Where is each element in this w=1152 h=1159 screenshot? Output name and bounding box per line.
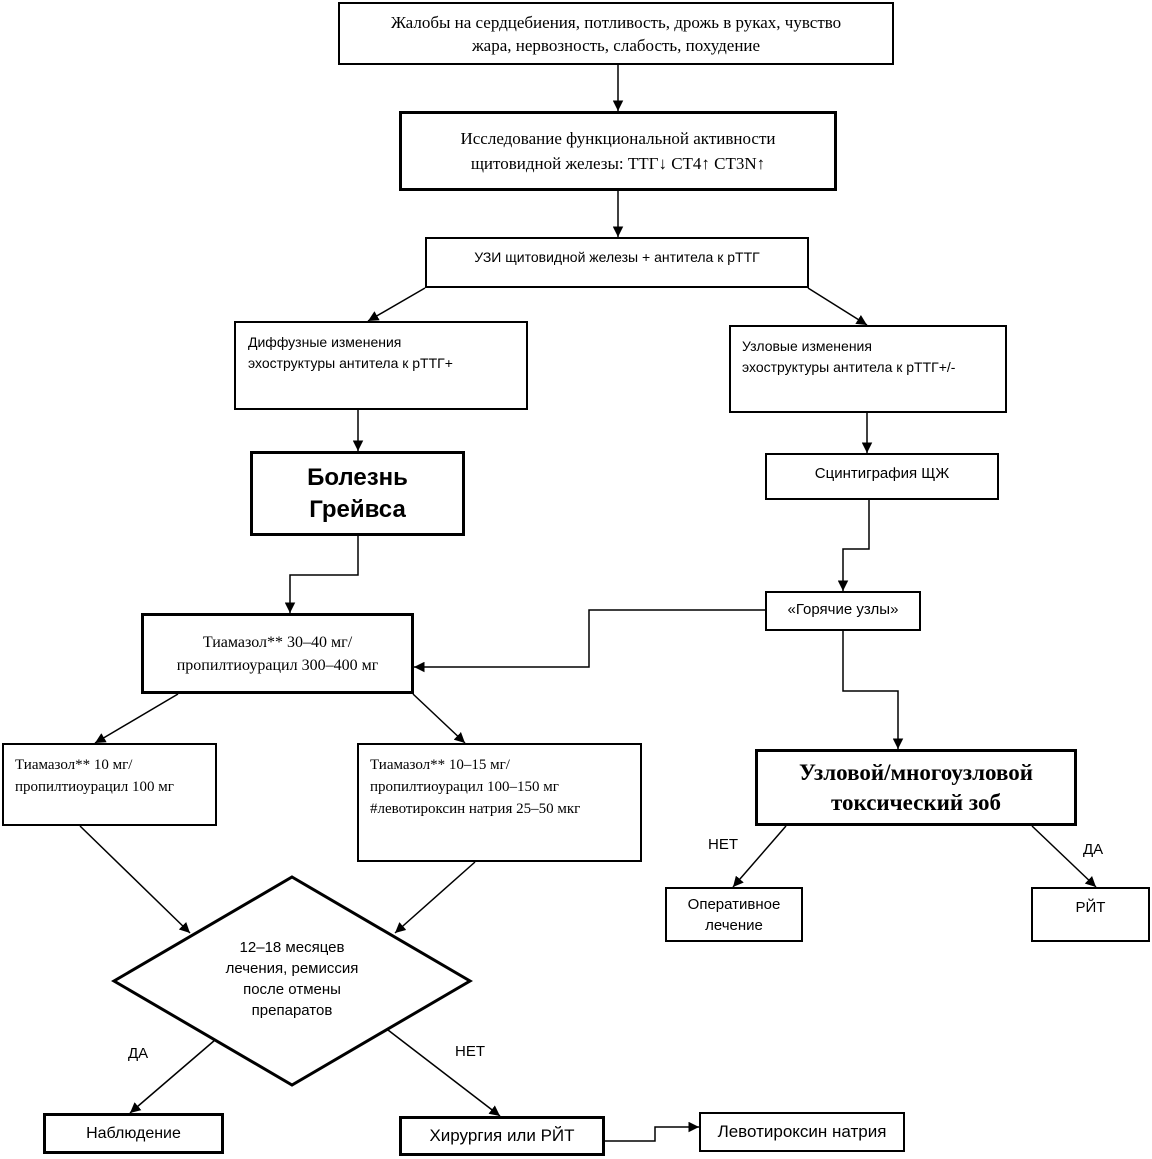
edge-label-decision-no: НЕТ — [455, 1043, 485, 1060]
graves-disease-box: Болезнь Грейвса — [250, 451, 465, 536]
thiamazole-mid-line3: #левотироксин натрия 25–50 мкг — [370, 801, 581, 817]
surgical-line2: лечение — [705, 916, 763, 934]
scintigraphy-label: Сцинтиграфия ЩЖ — [814, 465, 950, 482]
arrow-graves-to-thiamazole — [284, 536, 359, 613]
thiamazole-low-line2: пропилтиоурацил 100 мг — [15, 779, 174, 795]
function-test-line2: щитовидной железы: ТТГ↓ СТ4↑ СТ3N↑ — [471, 151, 765, 176]
thiamazole-mid-line1: Тиамазол** 10–15 мг/ — [370, 757, 510, 773]
arrow-mid-to-decision — [394, 861, 476, 934]
surgery-or-rit-box: Хирургия или РЙТ — [399, 1116, 605, 1156]
diffuse-changes-box: Диффузные изменения эхоструктуры антител… — [234, 321, 528, 410]
ct3n-label: СТ3N — [714, 154, 757, 173]
thiamazole-low-line1: Тиамазол** 10 мг/ — [15, 757, 133, 773]
toxic-goiter-box: Узловой/многоузловой токсический зоб — [755, 749, 1077, 826]
thyroid-function-test-box: Исследование функциональной активности щ… — [399, 111, 837, 191]
decision-line3: после отмены — [243, 981, 341, 998]
arrow-surgery-to-levo — [605, 1121, 699, 1142]
nodular-line1: Узловые изменения — [742, 338, 872, 354]
surgery-or-rit-label: Хирургия или РЙТ — [429, 1126, 575, 1145]
arrow-goiter-to-surgery — [732, 825, 787, 888]
nodular-line2: эхоструктуры антитела к рТТГ+/- — [742, 359, 956, 375]
arrow-thiamazole-to-low — [94, 693, 179, 744]
scintigraphy-box: Сцинтиграфия ЩЖ — [765, 453, 999, 500]
arrow-hot-to-thiamazole — [414, 609, 765, 673]
graves-line1: Болезнь — [307, 463, 408, 491]
thiamazole-mid-dose-box: Тиамазол** 10–15 мг/ пропилтиоурацил 100… — [357, 743, 642, 862]
arrow-up-icon: ↑ — [756, 154, 766, 173]
rit-label: РЙТ — [1075, 899, 1106, 916]
arrow-thiamazole-to-mid — [412, 693, 466, 744]
symptoms-line1: Жалобы на сердцебиения, потливость, дрож… — [390, 12, 842, 32]
decision-text: 12–18 месяцев лечения, ремиссия после от… — [192, 937, 392, 1021]
thiamazole-mid-line2: пропилтиоурацил 100–150 мг — [370, 779, 559, 795]
arrow-hot-to-goiter — [842, 631, 904, 749]
graves-line2: Грейвса — [309, 495, 406, 523]
thiamazole-high-line2: пропилтиоурацил 300–400 мг — [176, 656, 379, 674]
edge-label-goiter-yes: ДА — [1083, 841, 1104, 858]
ultrasound-label: УЗИ щитовидной железы + антитела к рТТГ — [474, 249, 760, 265]
surgical-line1: Оперативное — [687, 895, 781, 913]
nodular-changes-box: Узловые изменения эхоструктуры антитела … — [729, 325, 1007, 413]
toxic-goiter-line2: токсический зоб — [831, 789, 1001, 815]
edge-label-goiter-no: НЕТ — [708, 836, 738, 853]
diffuse-line2: эхоструктуры антитела к рТТГ+ — [248, 355, 453, 371]
symptoms-box: Жалобы на сердцебиения, потливость, дрож… — [338, 2, 894, 65]
ct4-label: СТ4 — [671, 154, 702, 173]
arrow-goiter-to-rit — [1031, 825, 1097, 888]
toxic-goiter-line1: Узловой/многоузловой — [799, 759, 1033, 785]
ultrasound-box: УЗИ щитовидной железы + антитела к рТТГ — [425, 237, 809, 288]
arrow-low-to-decision — [79, 825, 191, 934]
thiamazole-high-line1: Тиамазол** 30–40 мг/ — [202, 633, 353, 651]
arrow-us-to-nodular — [807, 287, 868, 326]
edge-label-decision-yes: ДА — [128, 1045, 149, 1062]
arrow-down-icon: ↓ — [658, 154, 667, 173]
thiamazole-low-dose-box: Тиамазол** 10 мг/ пропилтиоурацил 100 мг — [2, 743, 217, 826]
decision-line4: препаратов — [251, 1002, 333, 1019]
function-test-line1: Исследование функциональной активности — [460, 129, 776, 148]
hot-nodes-box: «Горячие узлы» — [765, 591, 921, 631]
surgical-treatment-box: Оперативное лечение — [665, 887, 803, 942]
decision-diamond — [111, 875, 473, 1087]
arrow-decision-to-observation — [129, 1039, 216, 1114]
arrow-decision-to-surgery — [387, 1029, 501, 1117]
arrow-us-to-diffuse — [367, 287, 426, 322]
observation-box: Наблюдение — [43, 1113, 224, 1154]
rit-box: РЙТ — [1031, 887, 1150, 942]
decision-line1: 12–18 месяцев — [239, 939, 345, 956]
levothyroxine-box: Левотироксин натрия — [699, 1112, 905, 1152]
arrow-scint-to-hot — [837, 500, 870, 591]
thiamazole-high-dose-box: Тиамазол** 30–40 мг/ пропилтиоурацил 300… — [141, 613, 414, 694]
observation-label: Наблюдение — [86, 1124, 181, 1142]
hot-nodes-label: «Горячие узлы» — [787, 601, 899, 618]
tsh-label: щитовидной железы: ТТГ — [470, 154, 659, 173]
levothyroxine-label: Левотироксин натрия — [717, 1122, 887, 1141]
arrow-up-icon: ↑ — [701, 154, 710, 173]
diffuse-line1: Диффузные изменения — [248, 334, 402, 350]
decision-line2: лечения, ремиссия — [225, 960, 359, 977]
symptoms-line2: жара, нервозность, слабость, похудение — [471, 35, 761, 55]
